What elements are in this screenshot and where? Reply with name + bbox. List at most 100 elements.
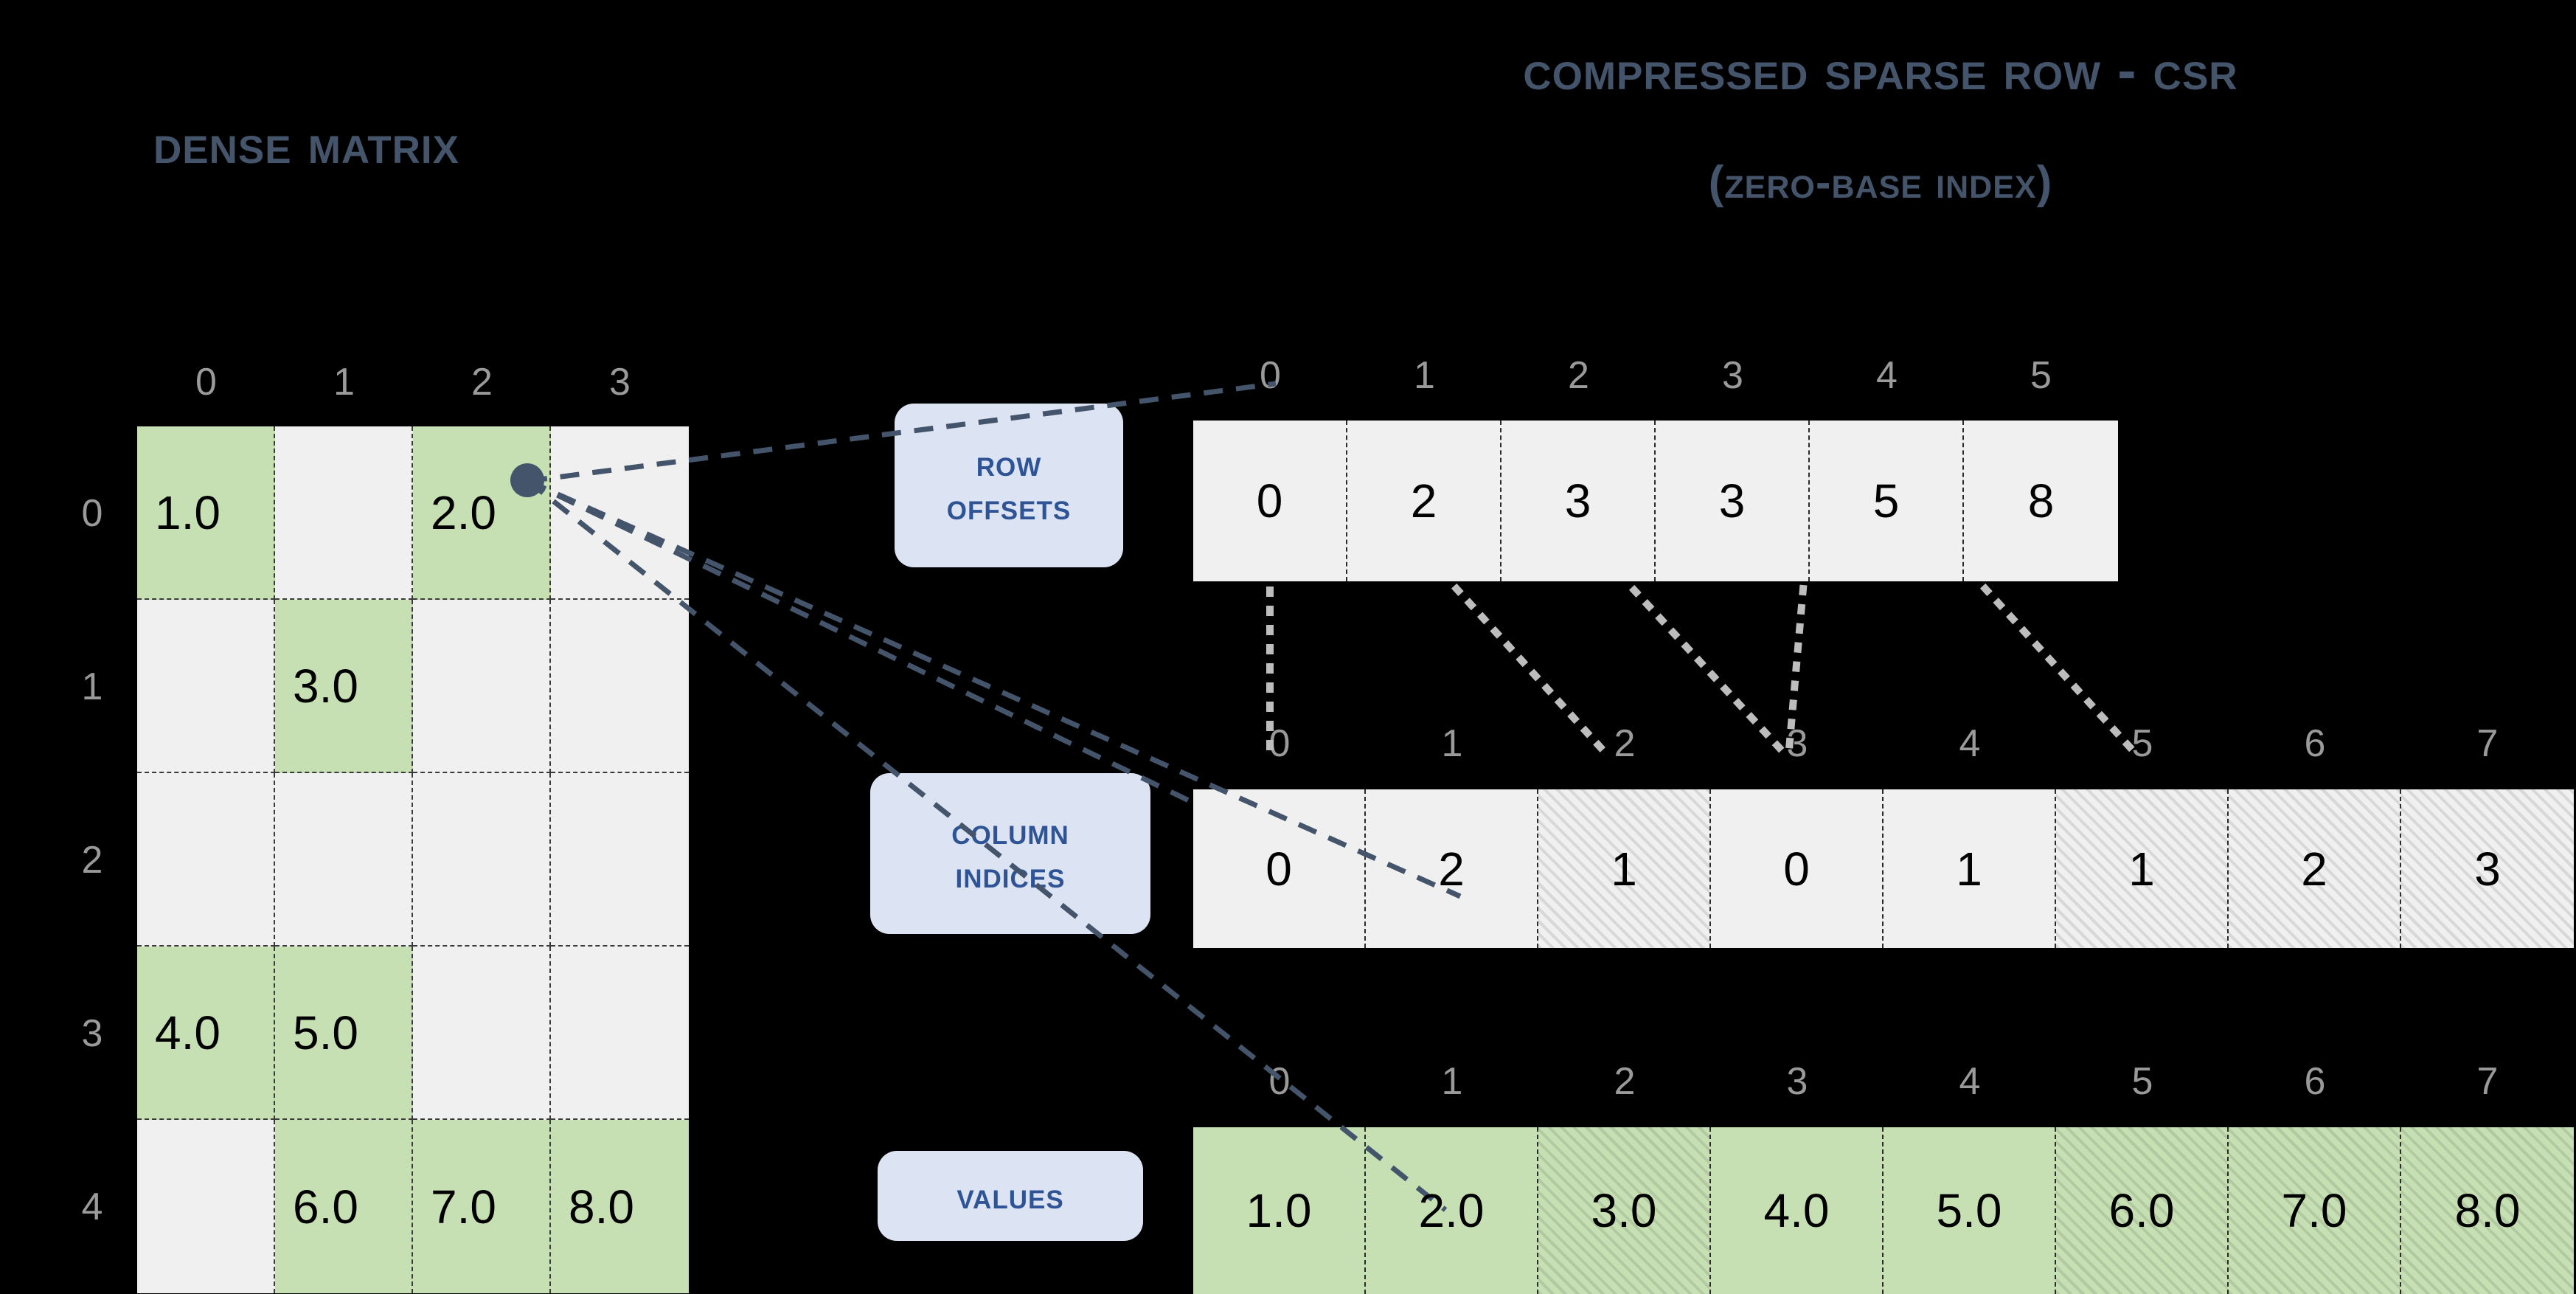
column-indices-cell-value-0: 0 [1266,842,1292,896]
column-indices-cell-value-7: 3 [2474,842,2501,896]
values-cell-5: 6.0 [2056,1127,2229,1294]
row-offsets-index-0: 0 [1260,354,1281,397]
row-offsets-index-3: 3 [1722,354,1743,397]
column-indices-cell-4: 1 [1884,789,2056,948]
column-indices-index-6: 6 [2304,722,2326,765]
row-offsets-cell-value-0: 0 [1256,474,1283,527]
column-indices-cell-1: 2 [1366,789,1538,948]
row-offsets-array: 0 2 3 3 5 8 [1193,421,2118,581]
matrix-cell-r1-c0 [137,600,275,773]
column-indices-cell-3: 0 [1711,789,1884,948]
matrix-col-header-3: 3 [609,361,631,404]
values-cell-7: 8.0 [2401,1127,2574,1294]
row-offsets-cell-0: 0 [1193,421,1347,581]
column-indices-cell-0: 0 [1193,789,1366,948]
row-offsets-cell-value-4: 5 [1872,474,1900,527]
values-cell-4: 5.0 [1884,1127,2056,1294]
column-indices-cell-value-4: 1 [1956,842,1982,896]
matrix-row-header-2: 2 [81,838,103,882]
row-offsets-cell-value-2: 3 [1564,474,1591,527]
values-cell-value-0: 1.0 [1246,1184,1312,1237]
column-indices-index-2: 2 [1614,722,1636,765]
matrix-row-header-3: 3 [81,1011,103,1055]
values-index-5: 5 [2131,1060,2153,1103]
values-cell-value-2: 3.0 [1591,1184,1657,1237]
column-indices-index-7: 7 [2476,722,2499,765]
column-indices-cell-value-2: 1 [1611,842,1637,896]
matrix-cell-r3-c2 [413,947,551,1120]
column-indices-cell-value-1: 2 [1438,842,1465,896]
matrix-cell-r4-c2: 7.0 [413,1120,551,1293]
values-cell-value-1: 2.0 [1418,1184,1485,1237]
row-offsets-label-line1: Row [976,443,1042,484]
column-indices-cell-5: 1 [2056,789,2229,948]
values-index-2: 2 [1614,1060,1636,1103]
values-cell-value-3: 4.0 [1763,1184,1830,1237]
row-offsets-label: Row Offsets [895,404,1123,567]
matrix-cell-r4-c1: 6.0 [275,1120,413,1293]
matrix-cell-r0-c3 [551,426,689,600]
column-indices-label-line1: Column [951,811,1069,852]
values-label: Values [878,1151,1143,1241]
column-indices-array: 0 2 1 0 1 1 2 3 [1193,789,2574,948]
values-cell-2: 3.0 [1538,1127,1711,1294]
matrix-cell-r2-c0 [137,773,275,947]
matrix-cell-r4-c3: 8.0 [551,1120,689,1293]
row-offsets-index-5: 5 [2030,354,2052,397]
column-indices-index-0: 0 [1268,722,1291,765]
matrix-col-header-2: 2 [471,361,493,404]
column-indices-cell-6: 2 [2229,789,2401,948]
matrix-cell-r3-c3 [551,947,689,1120]
matrix-cell-r2-c1 [275,773,413,947]
row-offsets-label-line2: Offsets [946,486,1072,527]
values-label-text: Values [957,1174,1064,1217]
row-offsets-cell-4: 5 [1810,421,1964,581]
row-offsets-cell-1: 2 [1347,421,1501,581]
column-indices-cell-7: 3 [2401,789,2574,948]
values-cell-0: 1.0 [1193,1127,1366,1294]
column-indices-label-line2: Indices [955,854,1066,896]
column-indices-cell-value-5: 1 [2128,842,2155,896]
row-offsets-cell-5: 8 [1964,421,2118,581]
matrix-cell-r2-c2 [413,773,551,947]
dense-matrix-title: Dense Matrix [153,113,459,176]
matrix-cell-r1-c2 [413,600,551,773]
values-index-7: 7 [2476,1060,2499,1103]
column-indices-label: Column Indices [870,773,1150,934]
row-offsets-cell-value-1: 2 [1410,474,1437,527]
matrix-cell-r3-c1: 5.0 [275,947,413,1120]
matrix-cell-r0-c0: 1.0 [137,426,275,600]
row-offsets-cell-value-3: 3 [1718,474,1746,527]
row-offsets-index-4: 4 [1876,354,1898,397]
values-cell-value-7: 8.0 [2454,1184,2521,1237]
matrix-col-header-0: 0 [195,361,217,404]
row-offsets-index-2: 2 [1568,354,1589,397]
csr-title: Compressed Sparse Row - CSR [1523,39,2238,102]
matrix-row-header-4: 4 [81,1185,103,1228]
row-offsets-cell-3: 3 [1656,421,1810,581]
values-index-0: 0 [1268,1060,1291,1103]
row-offsets-cell-value-5: 8 [2027,474,2055,527]
column-indices-cell-value-3: 0 [1783,842,1810,896]
values-index-3: 3 [1786,1060,1808,1103]
matrix-cell-r3-c0: 4.0 [137,947,275,1120]
column-indices-index-5: 5 [2131,722,2153,765]
values-cell-1: 2.0 [1366,1127,1538,1294]
matrix-cell-r4-c0 [137,1120,275,1293]
values-index-4: 4 [1959,1060,1981,1103]
matrix-col-header-1: 1 [333,361,355,404]
row-offsets-cell-2: 3 [1501,421,1656,581]
values-cell-value-6: 7.0 [2281,1184,2347,1237]
values-cell-3: 4.0 [1711,1127,1884,1294]
values-index-6: 6 [2304,1060,2326,1103]
row-offsets-index-1: 1 [1414,354,1435,397]
csr-subtitle: (zero-base index) [1708,157,2053,208]
matrix-cell-r1-c3 [551,600,689,773]
matrix-cell-r0-c1 [275,426,413,600]
matrix-cell-r2-c3 [551,773,689,947]
matrix-row-header-1: 1 [81,665,103,708]
column-indices-index-3: 3 [1786,722,1808,765]
matrix-anchor-dot [510,463,544,497]
